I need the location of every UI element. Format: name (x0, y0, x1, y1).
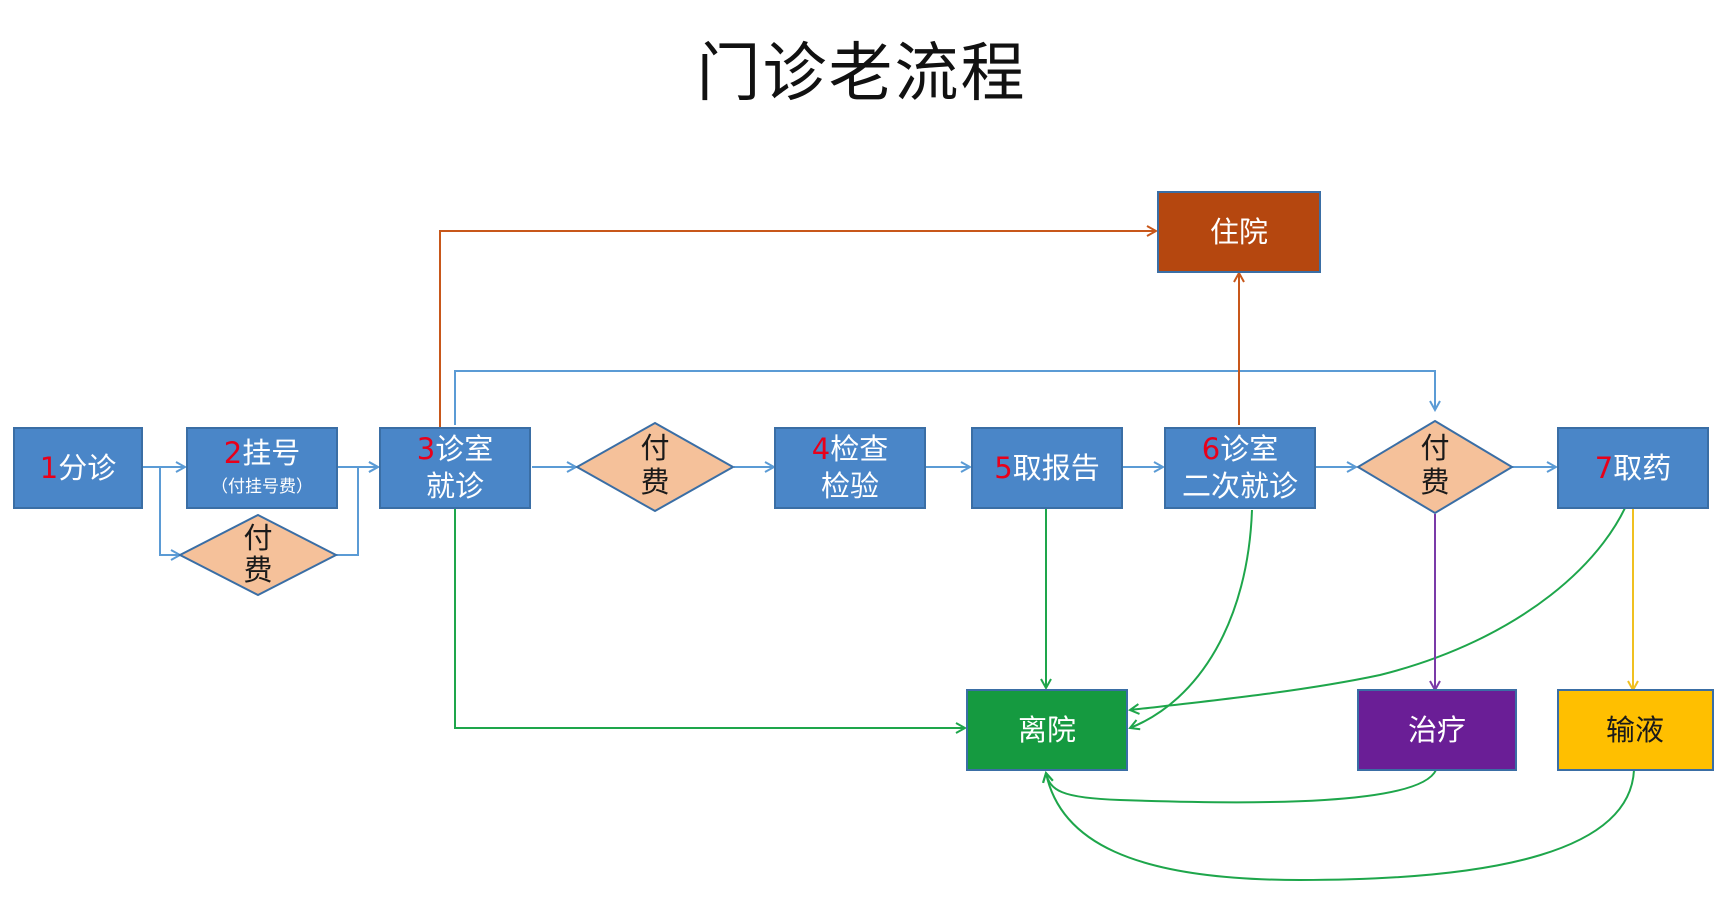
exam-line1: 检查 (830, 432, 888, 466)
report-number: 5 (994, 451, 1012, 485)
edge-consult-pay3 (454, 370, 1435, 425)
report-label: 取报告 (1013, 451, 1100, 485)
exam-line2: 检验 (821, 469, 879, 503)
node-leave: 离院 (966, 689, 1128, 771)
infusion-label: 输液 (1606, 713, 1664, 747)
node-infusion: 输液 (1557, 689, 1714, 771)
pay3-line1: 付 (1420, 431, 1449, 465)
svg-text:4检查: 4检查 (812, 432, 888, 466)
svg-text:1分诊: 1分诊 (40, 451, 116, 485)
node-exam: 4检查 检验 (774, 427, 926, 509)
edge-consult-leave (454, 508, 965, 728)
exam-number: 4 (812, 432, 830, 466)
register-number: 2 (224, 436, 242, 470)
node-pay2: 付 费 (574, 421, 736, 513)
edge-medicine-leave (1130, 487, 1634, 710)
hospitalize-label: 住院 (1210, 215, 1268, 249)
node-triage: 1分诊 (13, 427, 143, 509)
edge-infusion-leave (1046, 769, 1635, 882)
svg-text:7取药: 7取药 (1595, 451, 1671, 485)
register-label: 挂号 (242, 436, 300, 470)
edge-revisit-leave (1130, 509, 1253, 728)
pay3-line2: 费 (1420, 465, 1449, 499)
medicine-number: 7 (1595, 451, 1613, 485)
svg-text:5取报告: 5取报告 (994, 451, 1099, 485)
consult-line2: 就诊 (426, 469, 484, 503)
medicine-label: 取药 (1613, 451, 1671, 485)
node-pay3: 付 费 (1356, 419, 1514, 515)
revisit-number: 6 (1202, 432, 1220, 466)
node-pay1: 付 费 (177, 513, 339, 597)
pay2-line1: 付 (640, 431, 669, 465)
node-consult: 3诊室 就诊 (379, 427, 531, 509)
svg-text:6诊室: 6诊室 (1202, 432, 1278, 466)
node-revisit: 6诊室 二次就诊 (1164, 427, 1316, 509)
page-title: 门诊老流程 (696, 37, 1027, 111)
pay1-line2: 费 (243, 553, 272, 587)
pay1-line1: 付 (243, 521, 272, 555)
edge-pay1-consult (336, 467, 378, 556)
node-medicine: 7取药 (1557, 427, 1709, 509)
triage-number: 1 (40, 451, 58, 485)
node-treatment: 治疗 (1357, 689, 1517, 771)
register-sublabel: （付挂号费） (211, 477, 313, 497)
leave-label: 离院 (1018, 713, 1076, 747)
node-report: 5取报告 (971, 427, 1123, 509)
node-register: 2挂号 （付挂号费） (186, 427, 338, 509)
revisit-line2: 二次就诊 (1182, 469, 1298, 503)
consult-number: 3 (417, 432, 435, 466)
edge-consult-hospitalize (439, 231, 1156, 430)
treatment-label: 治疗 (1408, 713, 1466, 747)
revisit-line1: 诊室 (1220, 432, 1278, 466)
triage-label: 分诊 (58, 451, 116, 485)
svg-text:2挂号: 2挂号 (224, 436, 300, 470)
edge-triage-pay1 (159, 467, 180, 555)
node-hospitalize: 住院 (1157, 191, 1321, 273)
pay2-line2: 费 (640, 465, 669, 499)
svg-text:3诊室: 3诊室 (417, 432, 493, 466)
edge-treatment-leave (1046, 769, 1437, 804)
consult-line1: 诊室 (435, 432, 493, 466)
